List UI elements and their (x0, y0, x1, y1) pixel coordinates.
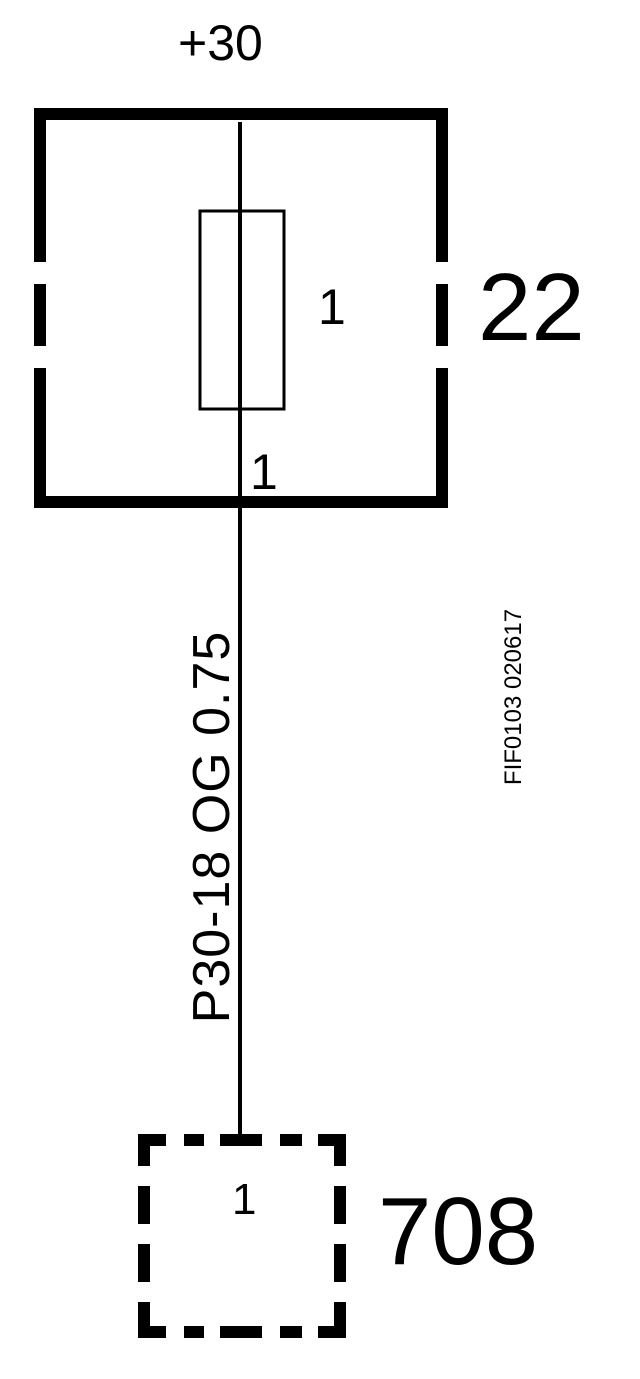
fuse-box-outline (34, 108, 448, 508)
fuse-number: 1 (318, 279, 346, 335)
supply-label: +30 (178, 15, 263, 71)
fuse-box-output-pin: 1 (250, 444, 278, 500)
connector-pin: 1 (232, 1175, 257, 1224)
connector-id: 708 (378, 1178, 539, 1285)
fuse-box-id: 22 (478, 254, 585, 361)
wire-label: P30-18 OG 0.75 (183, 630, 241, 1024)
drawing-id: FIF0103 020617 (500, 608, 527, 786)
connector-outline (138, 1134, 346, 1338)
